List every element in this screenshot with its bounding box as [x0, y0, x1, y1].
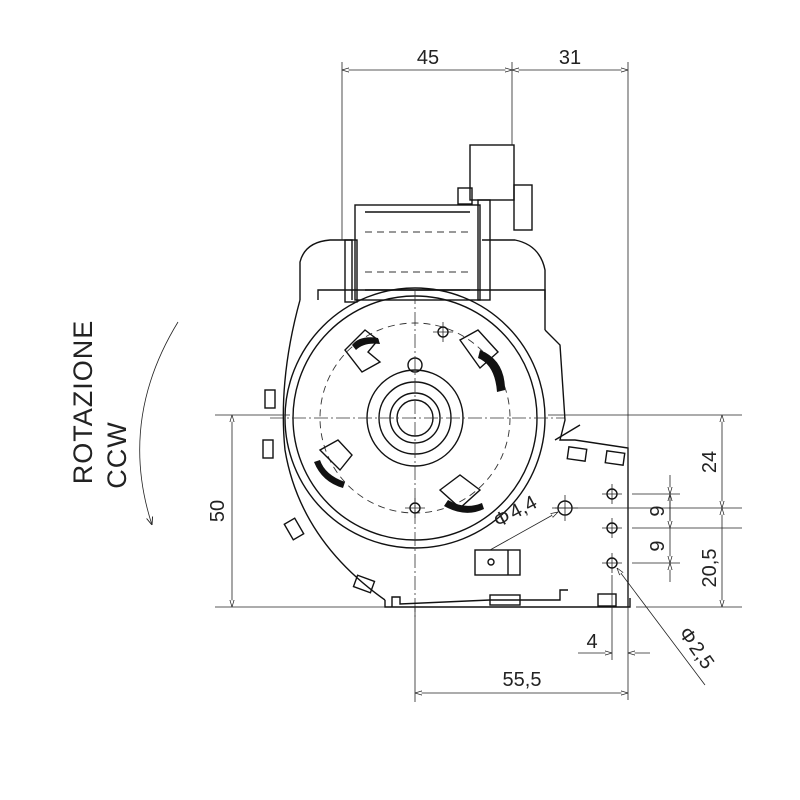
dim-20-5: 20,5	[699, 549, 721, 588]
dimension-lines	[215, 62, 742, 702]
dim-24: 24	[699, 451, 721, 473]
dim-9-lower: 9	[647, 540, 669, 551]
dim-55-5: 55,5	[503, 669, 542, 691]
rotation-arrow-icon	[139, 321, 179, 525]
mount-hole	[405, 498, 425, 518]
dim-diameter-2-5: Φ 2,5	[674, 623, 718, 673]
dim-31: 31	[559, 47, 581, 69]
rotation-label: ROTAZIONE	[68, 320, 98, 485]
dim-4: 4	[586, 631, 597, 653]
dim-9-upper: 9	[647, 505, 669, 516]
mount-hole	[433, 322, 453, 342]
rotation-direction-label: CCW	[102, 421, 132, 488]
dim-45: 45	[417, 47, 439, 69]
dim-50: 50	[207, 500, 229, 522]
motor-body	[262, 144, 631, 620]
terminal-holes	[552, 484, 622, 573]
